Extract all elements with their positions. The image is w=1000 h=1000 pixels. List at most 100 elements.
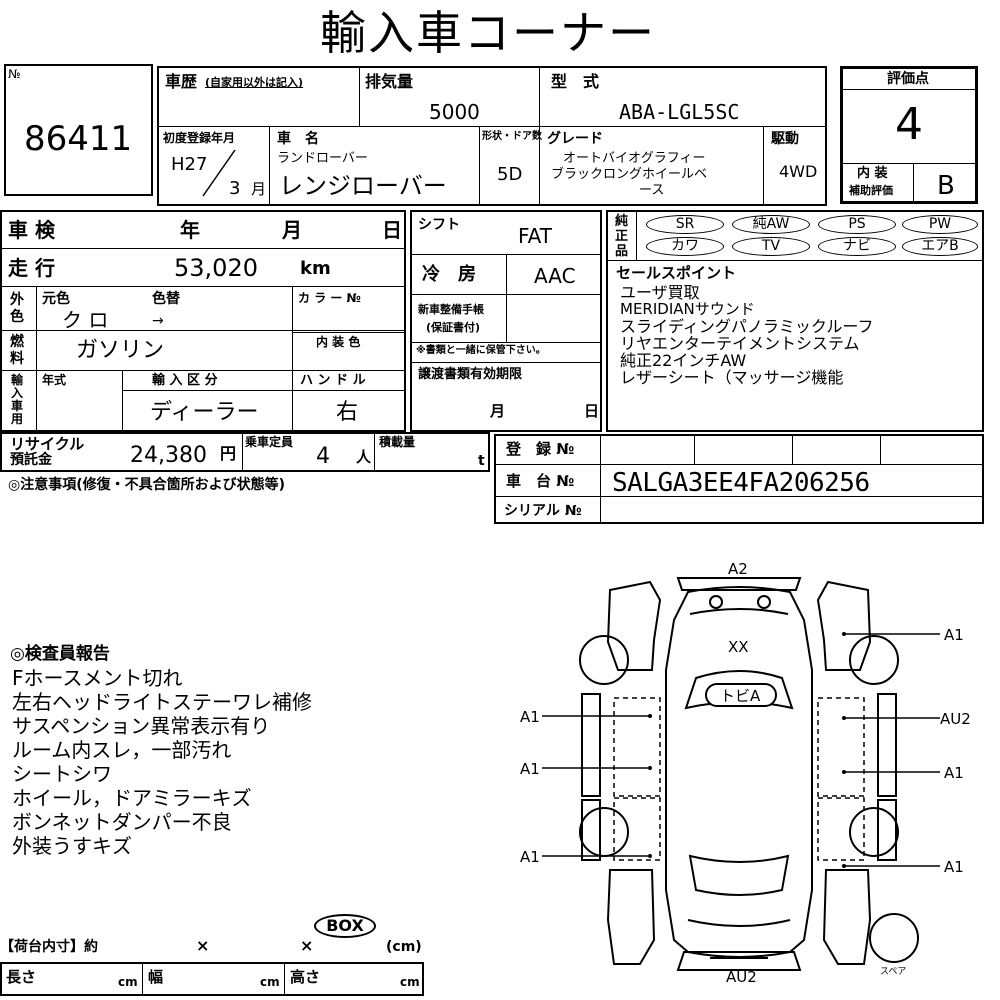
reg-no-label: 登 録 № <box>506 440 575 458</box>
car-name-value: レンジローバー <box>279 172 447 200</box>
diagram-label-left-front: A1 <box>520 708 540 726</box>
recycle-label-1: リサイクル <box>10 435 85 453</box>
orig-color-label: 元色 <box>42 291 70 307</box>
model-label: 型 式 <box>551 72 600 91</box>
diagram-label-roof: XX <box>728 638 749 656</box>
load-label: 積載量 <box>379 435 416 449</box>
grade-value-1: オートバイオグラフィー <box>563 151 706 166</box>
first-reg-era: H27 <box>171 154 208 175</box>
cargo-table: 長さ cm 幅 cm 高さ cm <box>0 962 424 996</box>
report-line: ボンネットダンパー不良 <box>12 810 232 834</box>
interior-color-label: 内 装 色 <box>316 335 361 349</box>
lot-number-box: № 86411 <box>4 64 153 196</box>
color-side-label: 外色 <box>10 292 24 325</box>
grade-value-2: ブラックロングホイールベ <box>551 167 708 182</box>
first-reg-month: 3 <box>229 178 241 199</box>
recycle-box: リサイクル 預託金 24,380 円 乗車定員 4 人 積載量 t <box>0 432 490 472</box>
history-label: 車歴 <box>165 72 198 91</box>
cargo-width-label: 幅 <box>148 968 164 986</box>
cargo-times-1: × <box>196 936 210 955</box>
ac-value: AAC <box>534 264 576 288</box>
report-line: 外装うすキズ <box>12 834 132 858</box>
chassis-value: SALGA3EE4FA206256 <box>612 468 870 498</box>
cargo-title: 【荷台内寸】約 <box>0 939 98 955</box>
report-line: シートシワ <box>12 762 112 786</box>
lot-number-value: 86411 <box>24 119 133 159</box>
report-line: 左右ヘッドライトステーワレ補修 <box>12 690 312 714</box>
shift-label: シフト <box>418 217 460 233</box>
load-unit: t <box>478 453 485 469</box>
capacity-unit: 人 <box>356 448 372 466</box>
diagram-label-right-mid-top: AU2 <box>940 710 971 728</box>
cargo-height-unit: cm <box>400 975 420 989</box>
equipment-side-label: 純正品 <box>615 214 629 259</box>
capacity-label: 乗車定員 <box>245 435 294 449</box>
recycle-unit: 円 <box>220 444 237 463</box>
transfer-label: 譲渡書類有効期限 <box>418 367 523 382</box>
inspection-table: 車 検 年 月 日 走 行 53,020 km 外色 元色 色替 カ ラ ー №… <box>0 210 406 432</box>
maintenance-label-2: (保証書付) <box>426 321 481 334</box>
diagram-label-top: A2 <box>728 560 748 578</box>
mileage-value: 53,020 <box>174 254 258 282</box>
box-badge: BOX <box>314 914 376 938</box>
import-type-value: ディーラー <box>150 400 259 425</box>
sales-point-line: ユーザ買取 <box>620 283 700 302</box>
cargo-height-label: 高さ <box>290 968 321 986</box>
equipment-ps: PS <box>818 215 896 234</box>
first-reg-month-unit: 月 <box>251 180 267 198</box>
drive-label: 駆動 <box>771 131 799 147</box>
chassis-label: 車 台 № <box>506 472 575 490</box>
interior-label-2: 補助評価 <box>849 184 893 197</box>
caution-label: ◎注意事項(修復・不具合箇所および状態等) <box>8 477 286 493</box>
report-title: ◎検査員報告 <box>10 644 110 664</box>
displacement-label: 排気量 <box>365 72 414 91</box>
cargo-length-label: 長さ <box>6 968 37 986</box>
score-value: 4 <box>895 99 923 150</box>
equipment-sr: SR <box>646 215 724 234</box>
diagram-label-windshield: トビA <box>720 687 761 705</box>
shaken-label: 車 検 <box>8 218 55 242</box>
diagram-label-left-rear: A1 <box>520 848 540 866</box>
page-title: 輸入車コーナー <box>320 6 656 60</box>
history-note: (自家用以外は記入) <box>205 76 304 89</box>
fuel-value: ガソリン <box>76 338 165 363</box>
drive-value: 4WD <box>779 162 818 181</box>
sales-point-line: リヤエンターテイメントシステム <box>620 334 860 353</box>
vehicle-header-box: 車歴 (自家用以外は記入) 排気量 5000 型 式 ABA-LGL5SC 初度… <box>157 66 827 206</box>
score-box: 評価点 4 内 装 補助評価 B <box>840 66 978 204</box>
recycle-value: 24,380 <box>130 443 207 468</box>
ac-label: 冷 房 <box>422 264 476 285</box>
capacity-value: 4 <box>316 444 330 469</box>
handle-value: 右 <box>336 400 359 425</box>
first-reg-label: 初度登録年月 <box>163 131 236 145</box>
shift-ac-table: シフト FAT 冷 房 AAC 新車整備手帳 (保証書付) ※書類と一緒に保管下… <box>410 210 602 432</box>
mileage-unit: km <box>300 258 331 279</box>
color-change-value: → <box>152 313 164 329</box>
lot-number-label: № <box>8 67 21 81</box>
diagram-label-right-front: A1 <box>944 626 964 644</box>
cargo-length-unit: cm <box>118 975 138 989</box>
color-no-label: カ ラ ー № <box>298 291 361 305</box>
car-maker: ランドローバー <box>277 151 368 166</box>
maintenance-label-1: 新車整備手帳 <box>418 303 484 316</box>
diagram-label-bottom: AU2 <box>726 968 757 986</box>
transfer-day: 日 <box>584 402 600 420</box>
recycle-label-2: 預託金 <box>10 452 52 468</box>
doors-value: 5D <box>497 164 523 185</box>
import-side-label: 輸入車用 <box>11 373 24 426</box>
sales-point-line: MERIDIANサウンド <box>620 300 755 318</box>
maintenance-note: ※書類と一緒に保管下さい。 <box>416 345 546 356</box>
doors-label: 形状・ドア数 <box>482 131 542 142</box>
interior-value: B <box>937 171 955 201</box>
diagram-label-spare: スペア <box>880 967 906 977</box>
fuel-label: 燃料 <box>10 334 24 367</box>
report-line: サスペンション異常表示有り <box>12 714 271 738</box>
grade-label: グレード <box>547 131 603 147</box>
diagram-label-right-rear: A1 <box>944 858 964 876</box>
transfer-month: 月 <box>490 402 506 420</box>
color-change-label: 色替 <box>152 291 180 307</box>
sales-point-line: レザーシート（マッサージ機能 <box>620 368 844 387</box>
cargo-width-unit: cm <box>260 975 280 989</box>
shaken-day: 日 <box>382 218 402 242</box>
diagram-label-right-mid: A1 <box>944 764 964 782</box>
